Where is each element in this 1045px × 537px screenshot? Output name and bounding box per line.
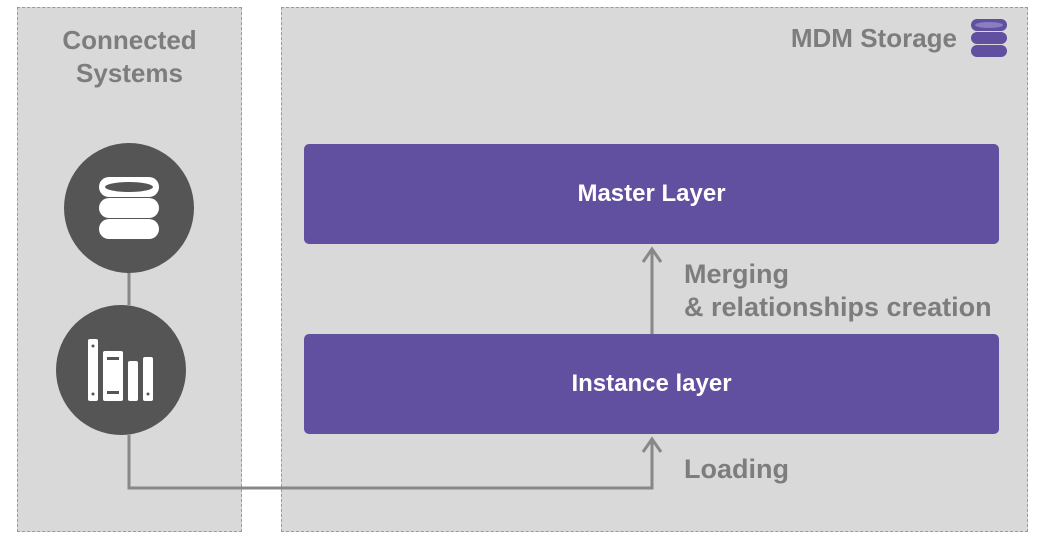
merging-annotation-line2: & relationships creation <box>684 292 992 322</box>
master-layer-label: Master Layer <box>577 180 726 207</box>
connected-systems-title-line1: Connected <box>62 25 197 55</box>
applications-node <box>56 305 186 435</box>
master-layer-box: Master Layer <box>304 144 999 244</box>
merging-arrowhead <box>641 246 663 263</box>
merging-annotation-line1: Merging <box>684 259 789 289</box>
instance-layer-label: Instance layer <box>571 370 732 397</box>
loading-arrowhead <box>641 436 663 453</box>
connected-systems-title: Connected Systems <box>17 24 242 90</box>
instance-layer-box: Instance layer <box>304 334 999 434</box>
loading-connector <box>127 435 654 490</box>
database-node <box>64 143 194 273</box>
books-icon <box>88 339 153 401</box>
loading-annotation: Loading <box>684 454 789 484</box>
merging-annotation: Merging & relationships creation <box>684 258 992 324</box>
connected-systems-title-line2: Systems <box>76 58 183 88</box>
database-icon <box>99 177 159 239</box>
database-icon <box>971 19 1007 57</box>
mdm-storage-title: MDM Storage <box>790 23 957 53</box>
